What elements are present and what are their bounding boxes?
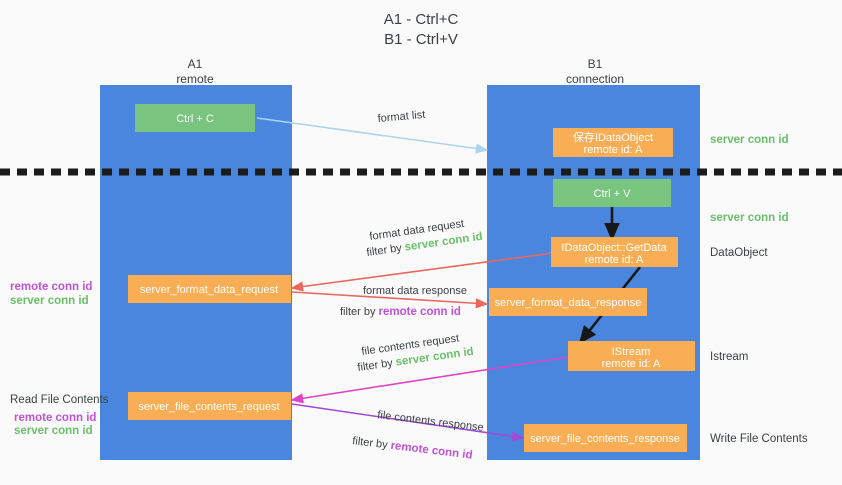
box-istream[interactable]: IStream remote id: A — [568, 341, 695, 371]
box-server-file-contents-request[interactable]: server_file_contents_request — [128, 392, 291, 420]
box-istream-line1: IStream — [612, 346, 651, 358]
box-server-file-contents-request-label: server_file_contents_request — [138, 401, 279, 413]
box-save-idataobject[interactable]: 保存IDataObject remote id: A — [553, 128, 673, 157]
arrow-file-contents-request — [290, 356, 569, 404]
column-a1-sub: remote — [176, 72, 214, 86]
box-ctrl-v[interactable]: Ctrl + V — [553, 179, 671, 207]
box-server-format-data-request-label: server_format_data_request — [140, 284, 278, 296]
label-remote-conn-id-2: remote conn id — [14, 412, 96, 424]
label-read-file-contents: Read File Contents — [10, 394, 109, 406]
label-dataobject: DataObject — [710, 247, 768, 259]
arrow-format-data-request — [290, 252, 554, 292]
edge-label-fdr-filter-prefix: filter by — [366, 242, 406, 259]
column-b1-sub: connection — [566, 72, 624, 86]
box-getdata-line2: remote id: A — [585, 254, 644, 266]
arrow-format-data-response — [291, 291, 489, 309]
box-server-file-contents-response-label: server_file_contents_response — [530, 433, 680, 445]
arrow-format-list — [256, 117, 489, 154]
arrow-file-contents-response — [291, 403, 525, 442]
edge-label-file-contents-response: file contents response — [377, 409, 485, 434]
column-a1-name: A1 — [188, 57, 203, 71]
box-ctrl-c[interactable]: Ctrl + C — [135, 104, 255, 132]
edge-label-fcresp-filter-prefix: filter by — [352, 435, 392, 452]
column-b1-name: B1 — [588, 57, 603, 71]
box-server-format-data-response[interactable]: server_format_data_response — [489, 288, 647, 316]
box-save-idataobject-line1: 保存IDataObject — [573, 130, 653, 144]
box-save-idataobject-line2: remote id: A — [584, 144, 643, 156]
title-line-1: A1 - Ctrl+C — [384, 11, 459, 28]
label-server-conn-id-mid: server conn id — [710, 212, 789, 224]
edge-label-format-data-response: format data response — [363, 285, 467, 297]
label-server-conn-id-1: server conn id — [10, 295, 89, 307]
label-server-conn-id-top: server conn id — [710, 134, 789, 146]
label-istream: Istream — [710, 351, 748, 363]
label-server-conn-id-2: server conn id — [14, 425, 93, 437]
box-getdata-line1: IDataObject::GetData — [561, 242, 667, 254]
box-server-format-data-request[interactable]: server_format_data_request — [128, 275, 291, 303]
label-remote-conn-id-1: remote conn id — [10, 281, 92, 293]
label-write-file-contents: Write File Contents — [710, 433, 808, 445]
box-istream-line2: remote id: A — [602, 358, 661, 370]
edge-label-fdresp-filter-prefix: filter by — [340, 306, 379, 318]
title-line-2: B1 - Ctrl+V — [384, 31, 458, 48]
edge-label-format-list: format list — [377, 109, 426, 125]
box-idataobject-getdata[interactable]: IDataObject::GetData remote id: A — [551, 237, 678, 267]
box-server-format-data-response-label: server_format_data_response — [495, 297, 642, 309]
edge-label-fcr-filter-prefix: filter by — [357, 357, 397, 374]
svg-text:filter by remote conn id: filter by remote conn id — [352, 435, 474, 462]
edge-label-fdresp-filter-key: remote conn id — [379, 306, 461, 318]
box-ctrl-v-label: Ctrl + V — [594, 188, 632, 200]
box-ctrl-c-label: Ctrl + C — [176, 113, 214, 125]
box-server-file-contents-response[interactable]: server_file_contents_response — [524, 424, 687, 452]
edge-label-fcresp-filter-key: remote conn id — [390, 440, 473, 462]
svg-text:filter by remote conn id: filter by remote conn id — [340, 306, 461, 318]
